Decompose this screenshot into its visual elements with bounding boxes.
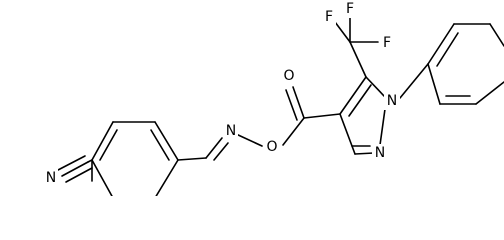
bond-ch-n-double-a (205, 137, 223, 159)
atom-label-f-top: F (346, 1, 354, 17)
bond-n-o (235, 133, 263, 147)
bond-ring1-d-double (150, 129, 170, 161)
bond-pyrazole-e (339, 113, 356, 155)
bond-o-c (282, 117, 305, 146)
atom-labels: N N O O F F F N (44, 0, 400, 186)
atom-o-ester-single: O (264, 138, 280, 156)
bond-ring1-b (91, 121, 114, 161)
atom-label-n-pyrazole-2: N (375, 145, 385, 161)
bond-c-o-double-b (285, 89, 298, 121)
atom-n-pyrazole-2: N (372, 144, 388, 162)
bond-nitrile-triple-b (57, 155, 86, 171)
bond-c-pyrazole (303, 113, 341, 119)
atom-label-f-left: F (325, 9, 333, 25)
bond-nitrile-triple-a (61, 161, 89, 177)
atom-label-o-carbonyl: O (283, 68, 294, 84)
bond-ring1-d (154, 121, 179, 161)
atom-label-n-pyrazole-1: N (387, 93, 397, 109)
bond-ch-n-double-b (213, 142, 229, 161)
atom-label-o-ester-single: O (266, 139, 277, 155)
bond-phenyl-a (427, 23, 455, 65)
atom-f-top: F (343, 0, 357, 18)
bond-ring-to-ch (177, 157, 207, 161)
atom-label-n-oxime: N (226, 123, 236, 139)
bonds (57, 17, 504, 196)
bond-pyrazole-to-cf3 (349, 41, 367, 78)
atom-n-pyrazole-1: N (384, 92, 400, 110)
bond-ring1-f (91, 159, 113, 196)
atom-f-right: F (380, 34, 394, 52)
atom-n-oxime: N (224, 122, 238, 140)
bond-phenyl-f (427, 63, 441, 105)
molecule-structure-diagram: N N O O F F F N (44, 0, 504, 196)
atom-o-carbonyl: O (281, 67, 297, 85)
bond-phenyl-d (475, 81, 504, 105)
bond-pyrazole-c (379, 108, 386, 146)
bond-pyrazole-d (354, 152, 375, 155)
bond-pyrazole-a (339, 76, 367, 115)
bond-nitrile-triple-c (65, 167, 93, 183)
bond-ring1-e (155, 159, 179, 196)
atom-f-left: F (322, 8, 336, 26)
bond-ring1-b-double (99, 129, 118, 161)
bond-pyrazole-a-double (348, 84, 372, 117)
atom-n-nitrile: N (44, 166, 58, 186)
bond-phenyl-c (489, 23, 504, 47)
bond-c-o-double-a (292, 86, 305, 119)
bond-n-phenyl (399, 63, 429, 99)
atom-label-n-nitrile: N (46, 170, 56, 186)
bond-pyrazole-b (365, 76, 386, 98)
bond-phenyl-a-double (436, 32, 459, 67)
atom-label-f-right: F (383, 35, 391, 51)
